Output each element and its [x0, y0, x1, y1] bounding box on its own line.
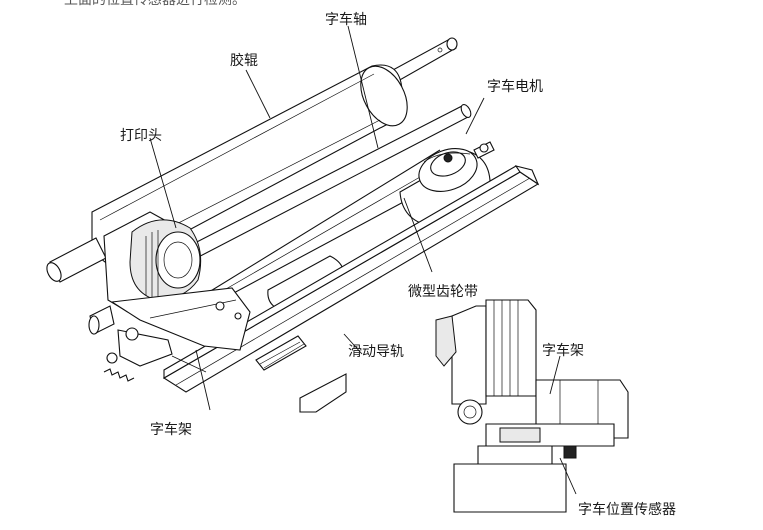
- carriage-motor: [399, 141, 495, 227]
- label-print-head: 打印头: [120, 128, 162, 144]
- label-carriage-frame-right: 字车架: [542, 343, 584, 359]
- label-slide-rail: 滑动导轨: [348, 344, 404, 360]
- leader-lines: [149, 25, 577, 495]
- print-head-carriage: [88, 211, 251, 382]
- label-carriage-frame-left: 字车架: [150, 422, 192, 438]
- main-assembly: [46, 37, 540, 413]
- carriage-section-view: [435, 299, 629, 513]
- slide-rail: [162, 165, 540, 393]
- top-caption-fragment: 上面的位置传感器进行检测。: [64, 0, 246, 8]
- label-carriage-motor: 字车电机: [487, 79, 543, 95]
- label-timing-belt: 微型齿轮带: [408, 284, 478, 300]
- flat-cable: [255, 335, 347, 413]
- label-position-sensor: 字车位置传感器: [578, 502, 676, 518]
- label-carriage-shaft: 字车轴: [325, 12, 367, 28]
- label-platen-roller: 胶辊: [230, 53, 258, 69]
